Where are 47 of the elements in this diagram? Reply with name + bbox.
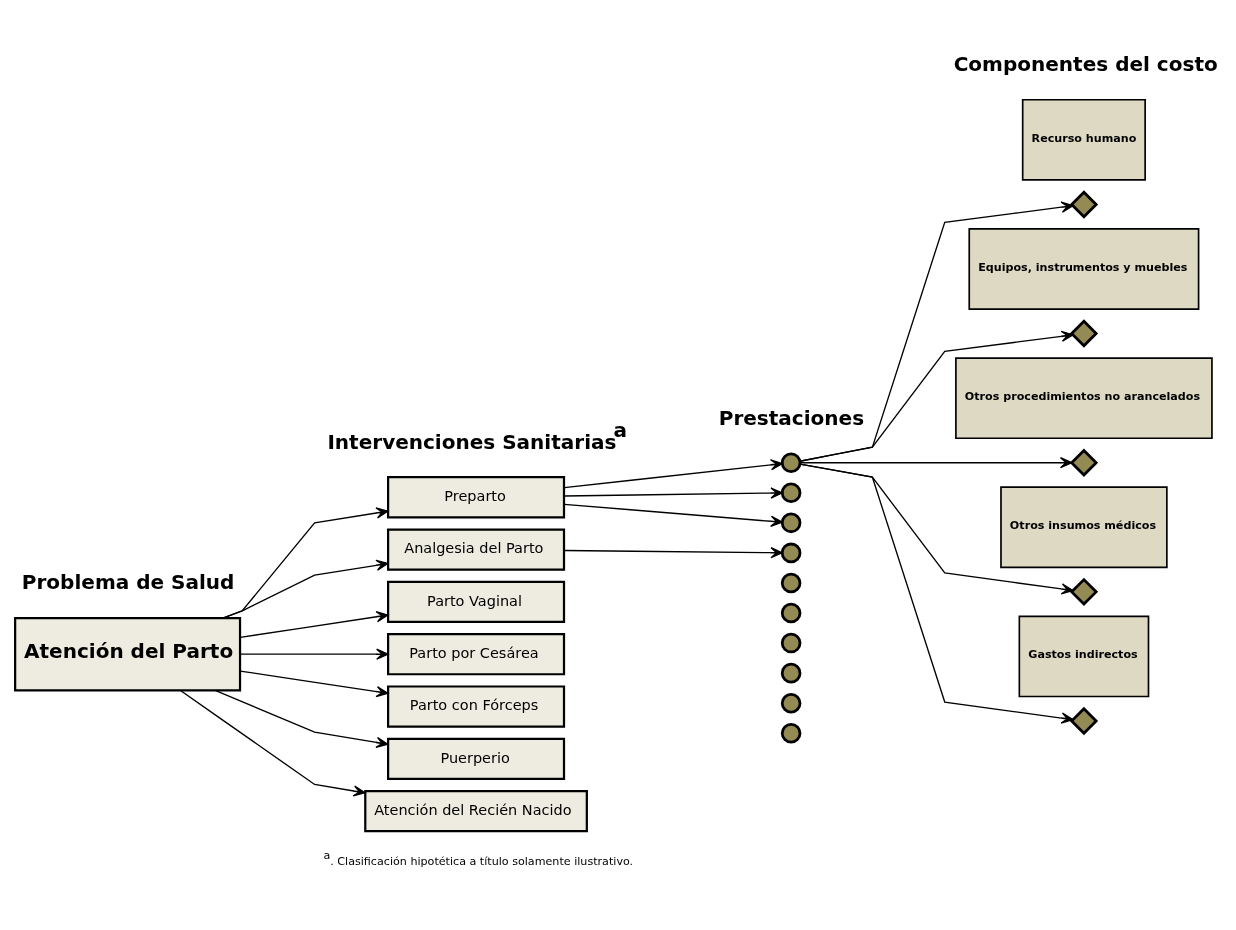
arrow (799, 330, 1074, 462)
node-diamond (1069, 318, 1099, 348)
arrow (563, 458, 783, 488)
arrow (799, 462, 1074, 595)
node-box: Parto Vaginal (387, 580, 566, 623)
node-circle (780, 451, 802, 473)
node-box: Equipos, instrumentos y muebles (968, 227, 1200, 310)
arrow (222, 506, 389, 619)
arrow (563, 503, 783, 527)
arrow (239, 610, 389, 638)
node-box: Atención del Recién Nacido (364, 789, 588, 832)
node-box: Otros procedimientos no arancelados (955, 356, 1213, 439)
node-circle (780, 632, 802, 653)
node-circle (780, 482, 802, 503)
arrow (239, 648, 389, 660)
arrow (179, 689, 366, 797)
arrow (799, 462, 1074, 724)
node-circle (780, 662, 802, 683)
node-circle (780, 722, 802, 744)
arrow (563, 546, 783, 558)
arrow (239, 669, 389, 697)
node-diamond (1069, 189, 1099, 219)
node-box: Otros insumos médicos (1000, 485, 1168, 568)
node-box: Parto por Cesárea (387, 632, 566, 675)
label: Componentes del costo (953, 51, 1218, 76)
arrow (799, 456, 1073, 468)
arrow (214, 689, 389, 748)
node-circle (780, 542, 802, 563)
node-box: Analgesia del Parto (387, 527, 566, 571)
arrow (222, 559, 389, 619)
node-box: Puerperio (387, 737, 566, 780)
label: Prestaciones (718, 405, 865, 430)
node-diamond (1069, 448, 1099, 477)
node-box: Atención del Parto (14, 616, 242, 691)
node-box: Preparto (387, 475, 566, 518)
arrow (563, 486, 783, 499)
node-circle (780, 512, 802, 533)
node-box: Gastos indirectos (1018, 615, 1150, 697)
node-circle (780, 572, 802, 593)
node-box: Parto con Fórceps (387, 684, 566, 728)
node-box: Recurso humano (1021, 98, 1146, 181)
node-circle (780, 692, 802, 713)
node-diamond (1069, 706, 1099, 735)
node-diamond (1069, 577, 1099, 606)
node-circle (780, 602, 802, 623)
label: Problema de Salud (21, 569, 235, 594)
arrow (799, 201, 1074, 462)
